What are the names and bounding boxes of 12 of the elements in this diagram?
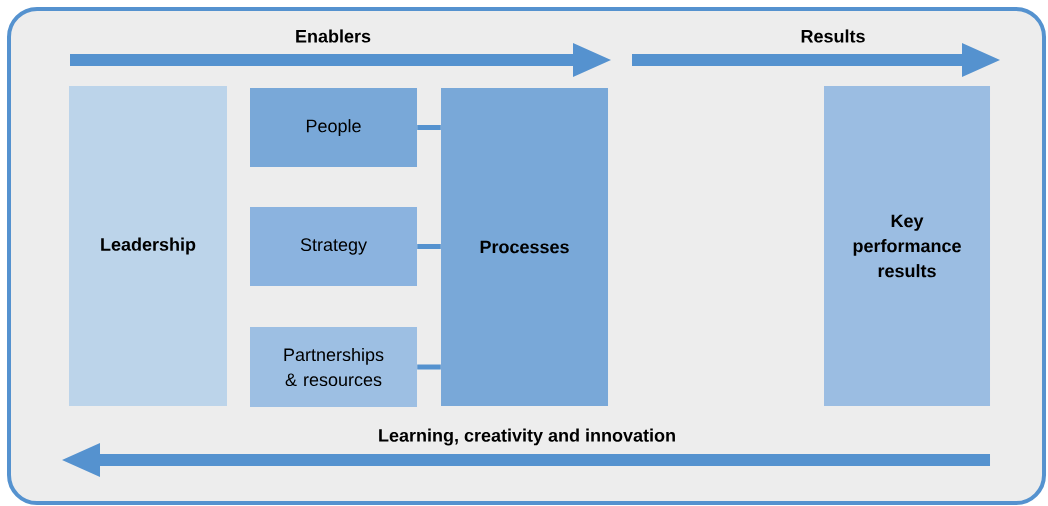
box: Processes	[441, 88, 608, 406]
box: People	[250, 88, 417, 167]
connector-line	[417, 364, 441, 370]
box: Strategy	[250, 207, 417, 286]
box: Partnerships & resources	[250, 327, 417, 407]
arrow-label: Learning, creativity and innovation	[379, 428, 675, 446]
box: Key performance results	[824, 86, 990, 406]
arrow-label: Results	[801, 29, 865, 43]
box: Leadership	[69, 86, 227, 406]
connector-line	[417, 244, 441, 249]
arrow-label: Enablers	[296, 29, 371, 43]
connector-line	[417, 125, 441, 130]
